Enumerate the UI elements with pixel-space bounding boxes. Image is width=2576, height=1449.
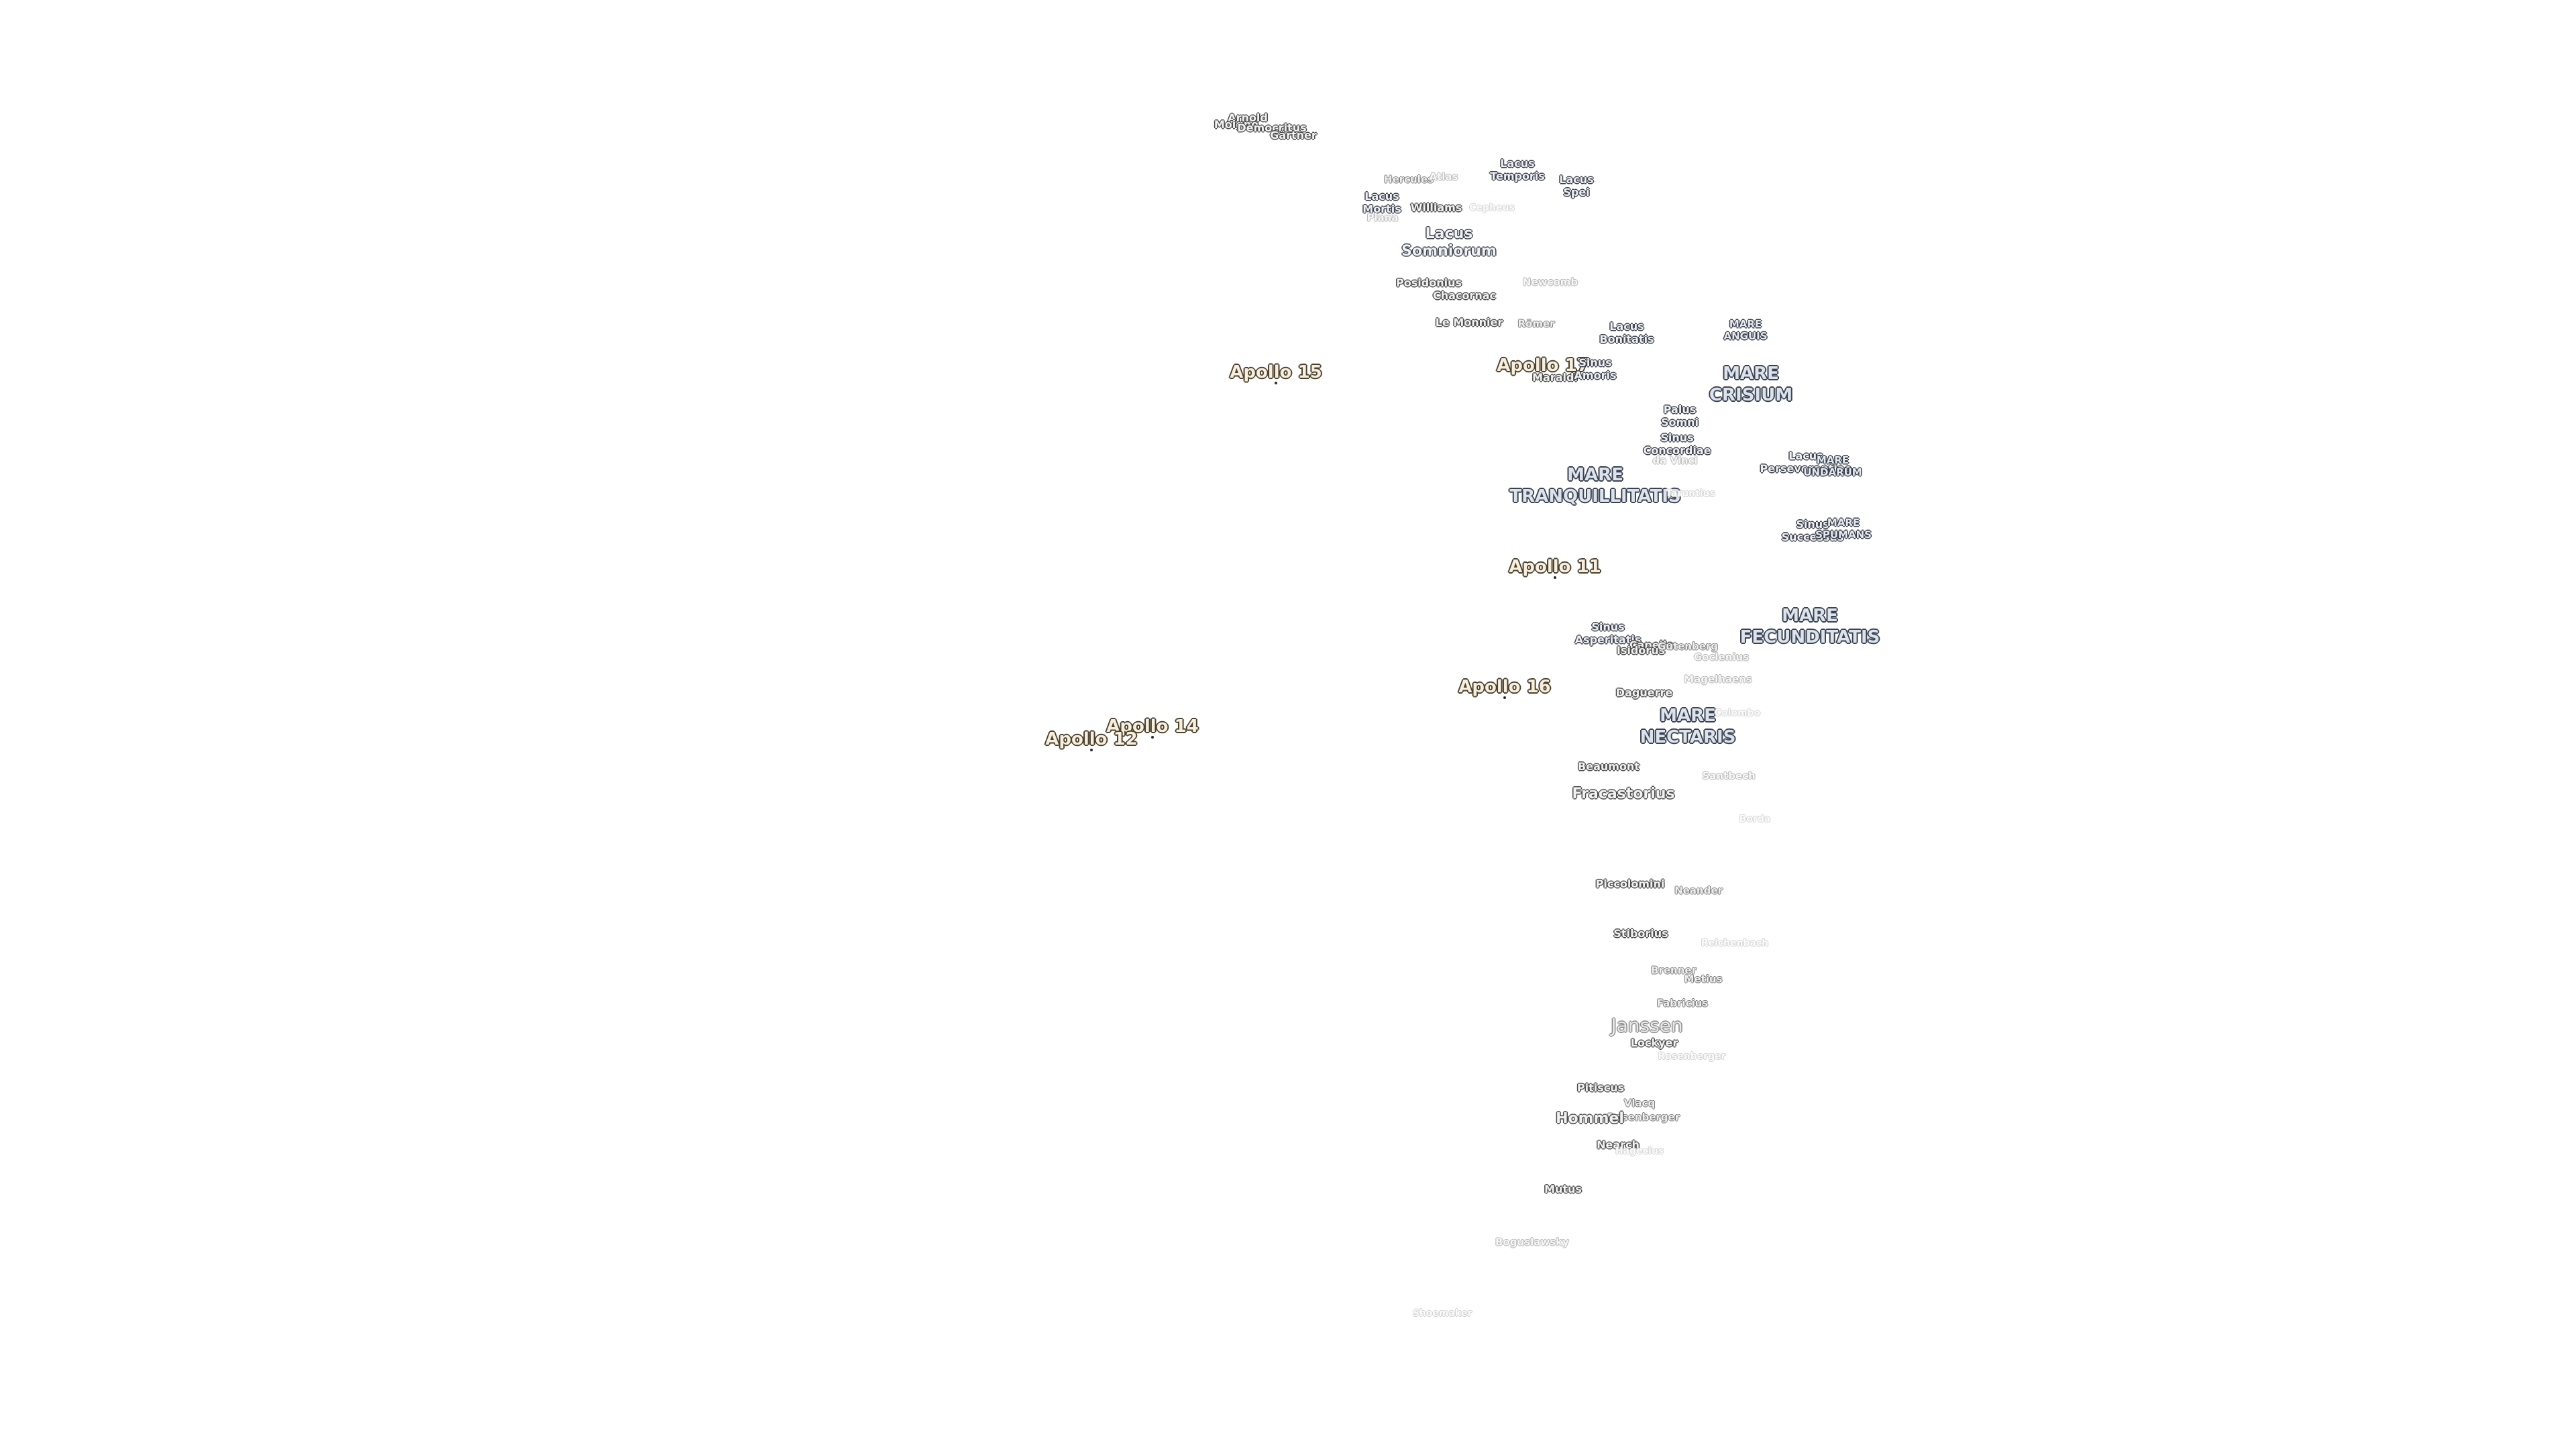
feature-label-sinus-concordiae: Sinus Concordiae: [1643, 431, 1711, 457]
apollo-12-label[interactable]: Apollo 12: [1045, 729, 1138, 749]
feature-label-mare-nectaris: MARE NECTARIS: [1640, 706, 1736, 747]
feature-label-shoemaker: Shoemaker: [1412, 1308, 1472, 1319]
feature-label-lacus-mortis: Lacus Mortis: [1362, 190, 1401, 215]
feature-label-gartner: Gärtner: [1270, 129, 1317, 142]
feature-label-cepheus: Cepheus: [1469, 203, 1515, 213]
feature-label-williams: Williams: [1410, 201, 1462, 214]
apollo-12-site-marker[interactable]: [1090, 749, 1093, 751]
feature-label-chacornac: Chacornac: [1433, 289, 1496, 302]
feature-label-borda: Borda: [1739, 814, 1771, 824]
feature-label-fracastorius: Fracastorius: [1572, 786, 1675, 802]
feature-label-reichenbach: Reichenbach: [1701, 938, 1769, 949]
feature-label-lacus-bonitatis: Lacus Bonitatis: [1599, 320, 1654, 345]
feature-label-mare-anguis: MARE ANGUIS: [1723, 318, 1768, 342]
feature-label-piccolomini: Piccolomini: [1595, 877, 1665, 890]
feature-label-lacus-perseverantiae: Lacus Perseverantiae: [1760, 449, 1852, 475]
feature-label-maraldi: Maraldi: [1532, 371, 1578, 384]
feature-label-hommel: Hommel: [1556, 1110, 1624, 1127]
feature-label-mutus: Mutus: [1544, 1183, 1582, 1195]
feature-label-fabricius: Fabricius: [1656, 997, 1709, 1010]
feature-label-sinus-asperitatis: Sinus Asperitatis: [1574, 621, 1642, 646]
feature-label-neander: Neander: [1674, 884, 1723, 897]
feature-label-taruntius: Taruntius: [1666, 488, 1715, 499]
feature-label-hercules: Hercules: [1384, 173, 1434, 186]
feature-label-sinus-amoris: Sinus Amoris: [1574, 356, 1617, 382]
feature-label-lockyer: Lockyer: [1630, 1036, 1678, 1049]
apollo-14-site-marker[interactable]: [1151, 736, 1154, 739]
feature-label-plana: Plana: [1366, 211, 1399, 224]
feature-label-rosenberger-label: Rosenberger: [1607, 1111, 1680, 1124]
feature-label-stiborius: Stiborius: [1613, 927, 1668, 940]
apollo-17-label[interactable]: Apollo 17: [1497, 356, 1589, 376]
feature-label-arnold: Arnold: [1228, 111, 1268, 124]
feature-label-nearch: Nearch: [1597, 1138, 1640, 1151]
feature-label-palus-somni: Palus Somni: [1660, 403, 1699, 429]
apollo-16-label[interactable]: Apollo 16: [1458, 677, 1551, 697]
feature-label-pitiscus: Pitiscus: [1576, 1081, 1625, 1094]
feature-label-lacus-spei: Lacus Spei: [1559, 173, 1594, 199]
feature-label-daguerre: Daguerre: [1615, 686, 1673, 699]
feature-label-capella: Capella: [1629, 639, 1674, 651]
feature-label-le-monnier: Le Monnier: [1435, 316, 1503, 329]
feature-label-atlas: Atlas: [1429, 170, 1458, 183]
feature-label-isidorus: Isidorus: [1616, 644, 1666, 657]
feature-label-posidonius: Posidonius: [1396, 276, 1462, 289]
feature-label-mare-spumans: MARE SPUMANS: [1815, 517, 1872, 541]
feature-label-vlacq: Vlacq: [1623, 1097, 1656, 1110]
feature-label-hagecius: Hagecius: [1615, 1146, 1664, 1157]
apollo-16-site-marker[interactable]: [1503, 696, 1506, 699]
feature-label-mare-crisium: MARE CRISIUM: [1709, 364, 1793, 405]
apollo-15-site-marker[interactable]: [1275, 382, 1277, 384]
feature-label-mare-undarum: MARE UNDARUM: [1803, 454, 1862, 478]
apollo-14-label[interactable]: Apollo 14: [1106, 716, 1199, 737]
apollo-11-site-marker[interactable]: [1554, 576, 1556, 579]
feature-label-newcomb: Newcomb: [1522, 276, 1578, 288]
feature-label-beaumont: Beaumont: [1578, 760, 1640, 773]
feature-label-janssen: Janssen: [1611, 1014, 1683, 1036]
feature-label-goclenius: Goclenius: [1693, 651, 1750, 663]
feature-label-da-vinci: da Vinci: [1652, 454, 1698, 467]
feature-label-colombo: Colombo: [1714, 708, 1761, 718]
feature-label-lacus-temporis: Lacus Temporis: [1490, 157, 1545, 182]
apollo-17-site-marker[interactable]: [1542, 375, 1544, 378]
feature-label-sinus-successus: Sinus Successus: [1781, 518, 1844, 543]
feature-label-lacus-somniorum: Lacus Somniorum: [1401, 225, 1497, 260]
feature-label-mare-fecunditatis: MARE FECUNDITATIS: [1739, 606, 1880, 647]
feature-label-gutenberg: Gutenberg: [1657, 640, 1719, 653]
feature-label-boguslawsky: Boguslawsky: [1495, 1236, 1569, 1248]
feature-label-metius: Metius: [1684, 973, 1723, 985]
feature-label-rosenberger: Rosenberger: [1658, 1051, 1726, 1062]
feature-label-mare-tranquillitatis: MARE TRANQUILLITATIS: [1509, 465, 1681, 506]
feature-label-moigno: Moigno: [1214, 118, 1259, 131]
feature-label-magelhaens: Magelhaens: [1684, 673, 1752, 686]
feature-label-democritus: Democritus: [1237, 121, 1307, 134]
feature-label-romer: Römer: [1517, 317, 1555, 330]
apollo-11-label[interactable]: Apollo 11: [1509, 557, 1601, 577]
feature-label-brenner: Brenner: [1651, 964, 1697, 977]
feature-label-santbech: Santbech: [1702, 769, 1756, 782]
apollo-15-label[interactable]: Apollo 15: [1230, 362, 1322, 382]
